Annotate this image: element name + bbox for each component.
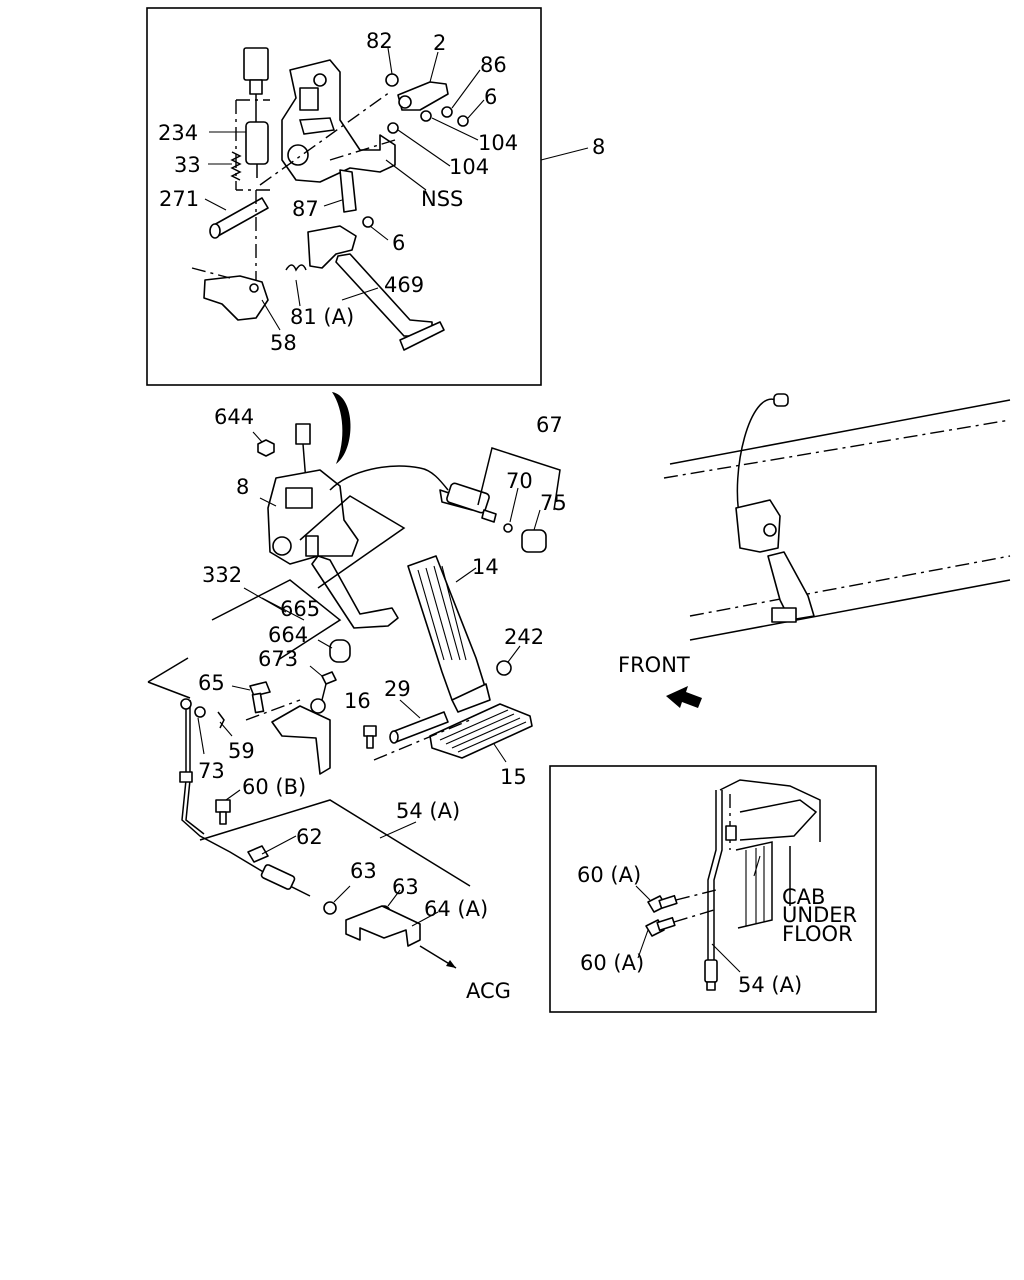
- callout-65: 65: [198, 671, 225, 695]
- pedal-base-15: [429, 703, 533, 759]
- washer-86: [441, 106, 453, 118]
- callout-33: 33: [174, 153, 201, 177]
- callout-63a: 63: [350, 859, 377, 883]
- label-floor: FLOOR: [782, 922, 853, 946]
- callout-64a: 64 (A): [424, 897, 488, 921]
- label-cab: CAB: [782, 885, 825, 909]
- bolt-16: [363, 725, 377, 737]
- label-acg: ACG: [466, 979, 511, 1003]
- callout-62: 62: [296, 825, 323, 849]
- bolt-60b: [215, 799, 231, 813]
- bolt-65: [249, 681, 271, 697]
- detail-box-frame-2: [549, 765, 877, 1013]
- ring-70: [503, 523, 513, 533]
- callout-104a: 104: [478, 131, 518, 155]
- cab-bracket: [735, 499, 781, 553]
- callout-29: 29: [384, 677, 411, 701]
- callout-242: 242: [504, 625, 544, 649]
- callout-54a: 54 (A): [396, 799, 460, 823]
- stopper-87: [339, 169, 357, 213]
- bolt-673: [321, 671, 337, 685]
- cable-bracket: [271, 705, 331, 775]
- cable-arc: [332, 392, 351, 464]
- callout-nss: NSS: [421, 187, 463, 211]
- callout-234: 234: [158, 121, 198, 145]
- callout-60a-1: 60 (A): [577, 863, 641, 887]
- nut-242: [496, 660, 512, 676]
- callout-58: 58: [270, 331, 297, 355]
- callout-15: 15: [500, 765, 527, 789]
- callout-81a: 81 (A): [290, 305, 354, 329]
- callout-70: 70: [506, 469, 533, 493]
- callout-63b: 63: [392, 875, 419, 899]
- callout-73: 73: [198, 759, 225, 783]
- cable-54a-detail: [707, 790, 717, 960]
- label-front: FRONT: [618, 653, 690, 677]
- main-exploded-view: [147, 392, 561, 969]
- detail-box-frame: [146, 7, 542, 386]
- callout-16: 16: [344, 689, 371, 713]
- callout-8-assembly: 8: [592, 135, 605, 159]
- callout-664: 664: [268, 623, 308, 647]
- nut-82: [385, 73, 399, 87]
- pedal-arm-469: [307, 225, 357, 269]
- cable-outline-54a: [199, 799, 471, 887]
- bracket-outline-665: [211, 579, 342, 661]
- clip-6b: [362, 216, 374, 228]
- front-arrow-icon: [666, 686, 702, 708]
- clip-6: [457, 115, 469, 127]
- leader-8: [540, 147, 589, 161]
- callout-75: 75: [540, 491, 567, 515]
- sensor-connector-neck: [249, 79, 263, 95]
- callout-644: 644: [214, 405, 254, 429]
- callout-665: 665: [280, 597, 320, 621]
- callout-59: 59: [228, 739, 255, 763]
- cap-75: [521, 529, 547, 553]
- callout-2: 2: [433, 31, 446, 55]
- callout-87: 87: [292, 197, 319, 221]
- washer-73: [194, 706, 206, 718]
- cab-location-view: [663, 393, 1011, 641]
- label-under: UNDER: [782, 903, 857, 927]
- callout-104b: 104: [449, 155, 489, 179]
- callout-14: 14: [472, 555, 499, 579]
- bracket-64a: [345, 905, 421, 947]
- detail-box-pedal-bracket: [146, 7, 542, 386]
- stopper-664: [329, 639, 351, 663]
- callout-82: 82: [366, 29, 393, 53]
- callout-54a-detail: 54 (A): [738, 973, 802, 997]
- callout-469: 469: [384, 273, 424, 297]
- callout-86: 86: [480, 53, 507, 77]
- callout-6a: 6: [484, 85, 497, 109]
- sensor-connector: [243, 47, 269, 81]
- actuator-67: [446, 482, 490, 514]
- nut-644: [257, 439, 275, 457]
- detail-box-cab-underfloor: [549, 765, 877, 1013]
- cab-pedal: [767, 551, 815, 621]
- clip-59: [217, 711, 225, 729]
- nut-63a: [323, 901, 337, 915]
- washer-104a: [420, 110, 432, 122]
- callout-673: 673: [258, 647, 298, 671]
- spring-81a: [285, 264, 307, 272]
- cab-cable: [736, 398, 777, 521]
- bracket-58: [203, 275, 269, 321]
- assembly-connector: [295, 423, 311, 445]
- callout-60a-2: 60 (A): [580, 951, 644, 975]
- callout-271: 271: [159, 187, 199, 211]
- callout-6b: 6: [392, 231, 405, 255]
- callout-332: 332: [202, 563, 242, 587]
- switch-234: [245, 121, 269, 165]
- washer-104b: [387, 122, 399, 134]
- callout-67: 67: [536, 413, 563, 437]
- callout-8-bracket: 8: [236, 475, 249, 499]
- callout-60b: 60 (B): [242, 775, 306, 799]
